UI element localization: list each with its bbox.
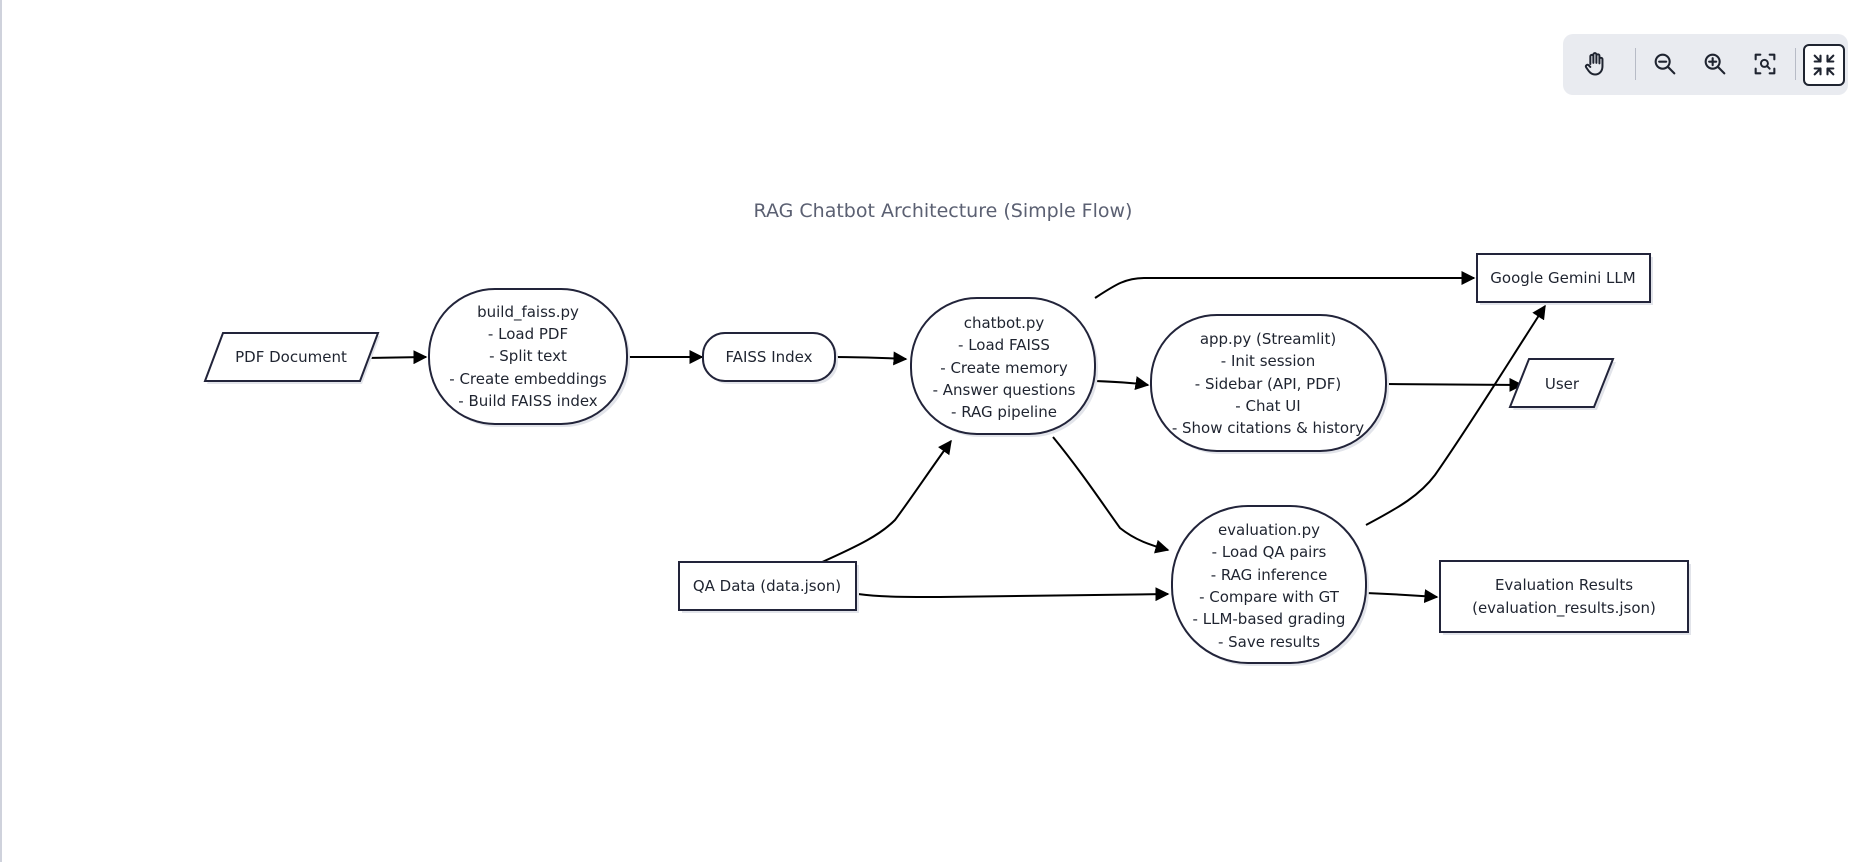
toolbar-separator — [1635, 48, 1636, 80]
node-label: - Load FAISS — [958, 336, 1050, 354]
node-label: - Save results — [1218, 633, 1320, 651]
node-label: - Answer questions — [933, 381, 1076, 399]
node-build-faiss[interactable]: build_faiss.py - Load PDF - Split text -… — [428, 288, 630, 427]
node-label: - Sidebar (API, PDF) — [1195, 375, 1341, 393]
node-label: chatbot.py — [964, 314, 1045, 332]
node-label: - Split text — [489, 347, 567, 365]
hand-icon — [1584, 52, 1604, 76]
pan-button[interactable] — [1575, 44, 1615, 84]
zoom-fit-button[interactable] — [1745, 44, 1785, 84]
node-label: app.py (Streamlit) — [1200, 330, 1336, 348]
node-label: - Chat UI — [1235, 397, 1300, 415]
node-label: PDF Document — [235, 348, 347, 366]
node-label: - Create memory — [940, 359, 1068, 377]
node-label: - Compare with GT — [1199, 588, 1340, 606]
node-qa-data[interactable]: QA Data (data.json) — [678, 561, 859, 613]
diagram-title: RAG Chatbot Architecture (Simple Flow) — [754, 200, 1133, 222]
edge-pdf-to-build-faiss — [363, 350, 428, 365]
edge-chatbot-to-gemini — [1094, 271, 1476, 299]
node-label: - Load PDF — [488, 325, 568, 343]
node-chatbot[interactable]: chatbot.py - Load FAISS - Create memory … — [910, 297, 1098, 437]
node-label: evaluation.py — [1218, 521, 1320, 539]
zoom-out-icon — [1654, 53, 1676, 75]
node-gemini-llm[interactable]: Google Gemini LLM — [1476, 253, 1653, 305]
edge-qa-data-to-chatbot — [819, 439, 952, 564]
node-label: - Show citations & history — [1172, 419, 1364, 437]
node-label: FAISS Index — [725, 348, 812, 366]
node-label: - RAG inference — [1211, 566, 1328, 584]
node-label: - LLM-based grading — [1193, 610, 1346, 628]
edge-qa-data-to-evaluation — [857, 587, 1170, 602]
toolbar-separator — [1795, 48, 1796, 80]
node-label: Evaluation Results — [1495, 576, 1633, 594]
node-label: QA Data (data.json) — [693, 577, 841, 595]
collapse-icon — [1813, 54, 1835, 76]
zoom-out-button[interactable] — [1645, 44, 1685, 84]
node-label: (evaluation_results.json) — [1472, 599, 1656, 618]
edge-faiss-index-to-chatbot — [833, 351, 908, 366]
node-label: - Create embeddings — [449, 370, 607, 388]
edge-app-to-user — [1385, 377, 1524, 392]
edge-evaluation-to-results — [1365, 589, 1439, 604]
node-pdf-document[interactable]: PDF Document — [203, 332, 380, 384]
node-label: - Init session — [1221, 352, 1315, 370]
node-evaluation[interactable]: evaluation.py - Load QA pairs - RAG infe… — [1171, 505, 1369, 666]
node-evaluation-results[interactable]: Evaluation Results (evaluation_results.j… — [1439, 560, 1691, 635]
node-faiss-index[interactable]: FAISS Index — [702, 332, 838, 384]
zoom-fit-icon — [1754, 53, 1776, 75]
node-label: build_faiss.py — [477, 303, 579, 322]
node-app-streamlit[interactable]: app.py (Streamlit) - Init session - Side… — [1150, 314, 1389, 454]
zoom-in-icon — [1704, 53, 1726, 75]
edge-evaluation-to-gemini — [1365, 304, 1546, 526]
node-label: User — [1545, 375, 1580, 393]
edge-chatbot-to-app — [1094, 376, 1150, 391]
node-label: - Build FAISS index — [458, 392, 598, 410]
node-user[interactable]: User — [1508, 358, 1616, 410]
node-label: - Load QA pairs — [1212, 543, 1327, 561]
edge-chatbot-to-evaluation — [1052, 436, 1170, 554]
canvas-left-border — [0, 0, 2, 862]
zoom-in-button[interactable] — [1695, 44, 1735, 84]
collapse-button[interactable] — [1803, 44, 1845, 86]
node-label: - RAG pipeline — [951, 403, 1057, 421]
node-label: Google Gemini LLM — [1490, 269, 1635, 287]
zoom-toolbar — [1563, 34, 1848, 95]
